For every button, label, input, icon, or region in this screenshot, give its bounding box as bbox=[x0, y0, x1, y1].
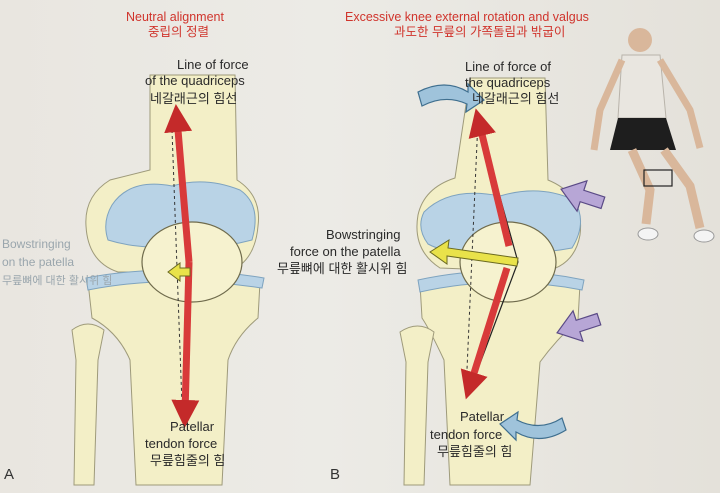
panel-b-bow-ko: 무릎뼈에 대한 활시위 힘 bbox=[277, 261, 408, 276]
quadriceps-force-arrow-b bbox=[468, 108, 513, 247]
panel-b-quad-line1: Line of force of bbox=[465, 59, 551, 74]
patellar-tendon-arrow-a bbox=[171, 261, 200, 428]
bowstring-arrow-b bbox=[429, 239, 519, 267]
reference-line-a bbox=[171, 129, 183, 406]
knee-highlight-box bbox=[643, 169, 673, 187]
fibula-b bbox=[399, 325, 435, 486]
quadriceps-force-arrow-a bbox=[164, 104, 193, 263]
panel-a-tendon-ko: 무릎힘줄의 힘 bbox=[150, 453, 226, 468]
panel-b-quad-line2: the quadriceps bbox=[465, 75, 551, 90]
panel-a-bow-line1: Bowstringing bbox=[2, 237, 71, 251]
valgus-arrow-upper bbox=[560, 179, 606, 213]
panel-b-title-ko: 과도한 무릎의 가쪽돌림과 밖굽이 bbox=[394, 25, 566, 39]
panel-a-quad-ko: 네갈래근의 힘선 bbox=[150, 91, 238, 106]
panel-a-bow-line2: on the patella bbox=[2, 255, 75, 269]
panel-a-drawing bbox=[71, 74, 265, 486]
valgus-arrow-lower bbox=[556, 309, 602, 343]
athlete-figure bbox=[590, 28, 715, 243]
rotation-arrow-top bbox=[417, 82, 485, 114]
panel-a-quad-line2: of the quadriceps bbox=[145, 73, 245, 88]
patella-a bbox=[141, 221, 243, 303]
panel-b-bow-line2: force on the patella bbox=[290, 244, 401, 259]
panel-b-title-en: Excessive knee external rotation and val… bbox=[345, 10, 589, 24]
panel-b-quad-ko: 네갈래근의 힘선 bbox=[472, 91, 560, 106]
panel-a-tendon-line2: tendon force bbox=[145, 436, 218, 451]
panel-a-title-ko: 중립의 정렬 bbox=[148, 25, 209, 39]
rotation-arrow-bottom bbox=[499, 410, 567, 442]
panel-b-bow-line1: Bowstringing bbox=[326, 227, 401, 242]
panel-b-tendon-line2: tendon force bbox=[430, 427, 503, 442]
patellar-tendon-arrow-b bbox=[460, 266, 511, 400]
fibula-a bbox=[71, 323, 105, 486]
panel-a-quad-line1: Line of force bbox=[177, 57, 249, 72]
panel-a-letter: A bbox=[4, 466, 15, 483]
panel-b-letter: B bbox=[330, 466, 341, 483]
panel-b-drawing bbox=[399, 28, 715, 486]
panel-b-tendon-ko: 무릎힘줄의 힘 bbox=[437, 444, 513, 459]
panel-b-tendon-line1: Patellar bbox=[460, 409, 505, 424]
panel-a-bow-ko: 무릎뼈에 대한 활시위 힘 bbox=[2, 275, 113, 287]
panel-a-title-en: Neutral alignment bbox=[126, 10, 224, 24]
bowstring-arrow-a bbox=[167, 262, 191, 282]
panel-a-tendon-line1: Patellar bbox=[170, 419, 215, 434]
